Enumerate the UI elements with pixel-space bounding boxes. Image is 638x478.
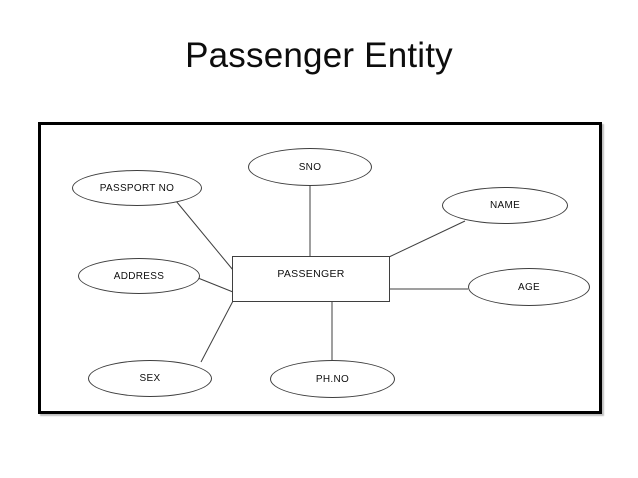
attribute-label-passport-no: PASSPORT NO — [99, 182, 175, 194]
attribute-node-ph-no[interactable]: PH.NO — [270, 360, 395, 398]
entity-node-passenger[interactable]: PASSENGER — [232, 256, 390, 302]
entity-label-passenger: PASSENGER — [277, 268, 345, 280]
page-title: Passenger Entity — [185, 36, 453, 75]
attribute-label-address: ADDRESS — [113, 270, 165, 282]
attribute-label-sno: SNO — [298, 161, 322, 173]
attribute-label-sex: SEX — [139, 373, 161, 384]
attribute-label-ph-no: PH.NO — [315, 373, 350, 385]
attribute-node-name[interactable]: NAME — [442, 187, 568, 224]
attribute-node-sex[interactable]: SEX — [88, 360, 212, 397]
attribute-label-age: AGE — [517, 281, 541, 293]
attribute-node-address[interactable]: ADDRESS — [78, 258, 200, 294]
attribute-node-sno[interactable]: SNO — [248, 148, 372, 186]
attribute-label-name: NAME — [489, 200, 521, 211]
attribute-node-age[interactable]: AGE — [468, 268, 590, 306]
attribute-node-passport-no[interactable]: PASSPORT NO — [72, 170, 202, 206]
